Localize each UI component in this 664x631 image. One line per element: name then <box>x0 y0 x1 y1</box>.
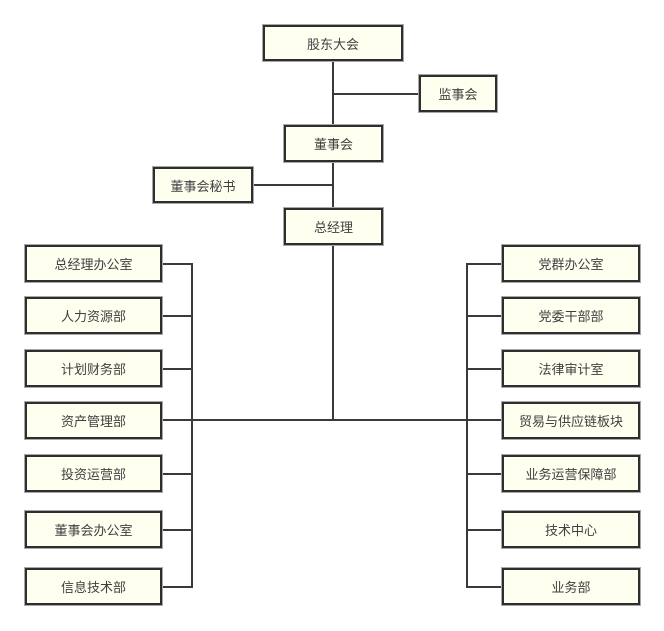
node-board-of-directors: 董事会 <box>283 124 384 163</box>
node-it-dept: 信息技术部 <box>24 567 163 606</box>
connector-left-stub-2 <box>162 368 193 370</box>
node-investment-operations-dept: 投资运营部 <box>24 454 163 493</box>
node-board-office: 董事会办公室 <box>24 510 163 549</box>
connector-left-stub-6 <box>162 586 193 588</box>
node-gm-office: 总经理办公室 <box>24 244 163 283</box>
node-legal-audit-office: 法律审计室 <box>501 349 641 388</box>
connector-left-stub-5 <box>162 529 193 531</box>
node-party-committee-cadre-dept: 党委干部部 <box>501 296 641 335</box>
connector-left-stub-1 <box>162 315 193 317</box>
connector-right-trunk <box>466 263 468 588</box>
connector-right-stub-4 <box>466 473 502 475</box>
connector-right-stub-1 <box>466 315 502 317</box>
node-business-dept: 业务部 <box>501 567 641 606</box>
node-shareholders-meeting: 股东大会 <box>262 24 404 62</box>
connector-right-stub-5 <box>466 529 502 531</box>
node-trade-supply-chain-division: 贸易与供应链板块 <box>501 401 641 440</box>
node-general-manager: 总经理 <box>283 207 384 246</box>
connector-left-stub-0 <box>162 263 193 265</box>
connector-branch-secretary <box>253 184 334 186</box>
node-planning-finance-dept: 计划财务部 <box>24 349 163 388</box>
connector-gm-to-main <box>332 245 334 421</box>
node-technology-center: 技术中心 <box>501 510 641 549</box>
node-business-operations-support-dept: 业务运营保障部 <box>501 454 641 493</box>
node-party-masses-office: 党群办公室 <box>501 244 641 283</box>
connector-right-stub-2 <box>466 368 502 370</box>
connector-main-horizontal <box>162 419 502 421</box>
connector-right-stub-0 <box>466 263 502 265</box>
connector-branch-supervisory <box>332 93 419 95</box>
node-supervisory-board: 监事会 <box>418 74 498 113</box>
connector-left-trunk <box>191 263 193 588</box>
node-board-secretary: 董事会秘书 <box>152 166 254 204</box>
node-hr-dept: 人力资源部 <box>24 296 163 335</box>
connector-right-stub-6 <box>466 586 502 588</box>
node-asset-management-dept: 资产管理部 <box>24 401 163 440</box>
connector-left-stub-4 <box>162 473 193 475</box>
